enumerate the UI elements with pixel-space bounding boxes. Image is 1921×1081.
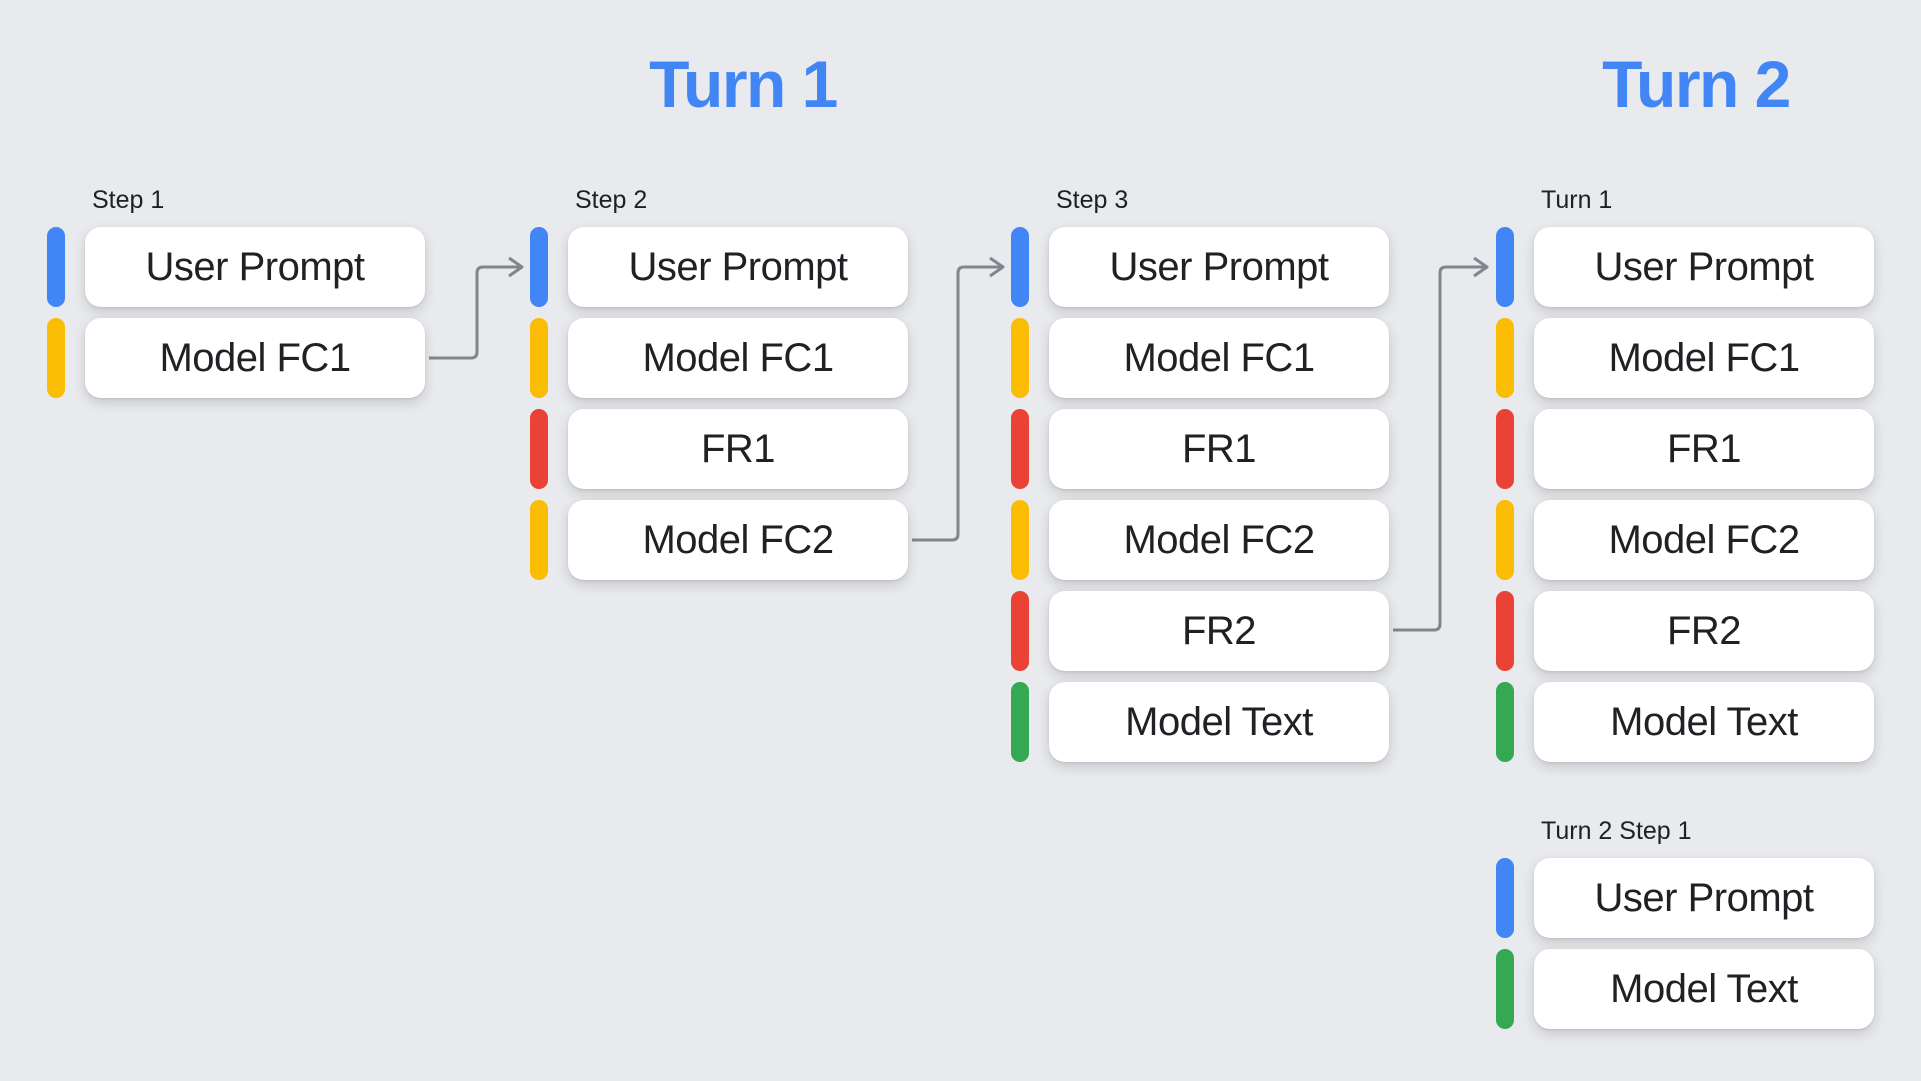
user-prompt-type-bar: [1496, 858, 1514, 938]
message-row: FR2: [1496, 591, 1874, 671]
message-row: Model FC2: [1496, 500, 1874, 580]
function-response-type-bar: [1496, 591, 1514, 671]
message-row: Model FC2: [1011, 500, 1389, 580]
user-prompt-type-bar: [530, 227, 548, 307]
message-row: User Prompt: [1011, 227, 1389, 307]
message-row: Model Text: [1496, 682, 1874, 762]
message-row: User Prompt: [530, 227, 908, 307]
model-fc-type-bar: [1011, 500, 1029, 580]
turn2-step1-user-prompt-card: User Prompt: [1534, 858, 1874, 938]
message-row: Model FC2: [530, 500, 908, 580]
message-row: FR1: [530, 409, 908, 489]
message-row: FR1: [1011, 409, 1389, 489]
model-text-type-bar: [1496, 949, 1514, 1029]
message-row: Model FC1: [530, 318, 908, 398]
arrow-step3-to-turn2: [1393, 256, 1489, 632]
turn-1-context-label: Turn 1: [1541, 186, 1613, 214]
message-row: Model FC1: [1011, 318, 1389, 398]
function-response-type-bar: [1011, 409, 1029, 489]
step3-model-fc2-card: Model FC2: [1049, 500, 1389, 580]
turn1-context-user-prompt-card: User Prompt: [1534, 227, 1874, 307]
step2-model-fc2-card: Model FC2: [568, 500, 908, 580]
arrow-step2-to-step3: [912, 256, 1005, 542]
model-fc-type-bar: [530, 318, 548, 398]
arrow-step1-to-step2: [429, 256, 524, 360]
step2-user-prompt-card: User Prompt: [568, 227, 908, 307]
model-fc-type-bar: [1011, 318, 1029, 398]
message-row: FR2: [1011, 591, 1389, 671]
turn1-context-model-text-card: Model Text: [1534, 682, 1874, 762]
step3-model-fc1-card: Model FC1: [1049, 318, 1389, 398]
step-3-label: Step 3: [1056, 186, 1129, 214]
step1-model-fc1-card: Model FC1: [85, 318, 425, 398]
step-2-group: Step 2 User Prompt Model FC1 FR1 Model F…: [530, 186, 908, 580]
turn1-context-fr2-card: FR2: [1534, 591, 1874, 671]
function-response-type-bar: [1011, 591, 1029, 671]
step3-fr2-card: FR2: [1049, 591, 1389, 671]
step2-model-fc1-card: Model FC1: [568, 318, 908, 398]
step3-user-prompt-card: User Prompt: [1049, 227, 1389, 307]
model-fc-type-bar: [1496, 500, 1514, 580]
user-prompt-type-bar: [47, 227, 65, 307]
message-row: Model FC1: [47, 318, 425, 398]
turn-2-step-1-group: Turn 2 Step 1 User Prompt Model Text: [1496, 817, 1874, 1029]
message-row: User Prompt: [47, 227, 425, 307]
step-2-label: Step 2: [575, 186, 648, 214]
step-3-group: Step 3 User Prompt Model FC1 FR1 Model F…: [1011, 186, 1389, 762]
message-row: Model Text: [1011, 682, 1389, 762]
turn1-context-fr1-card: FR1: [1534, 409, 1874, 489]
turn1-context-model-fc1-card: Model FC1: [1534, 318, 1874, 398]
function-response-type-bar: [1496, 409, 1514, 489]
step-1-label: Step 1: [92, 186, 165, 214]
step3-fr1-card: FR1: [1049, 409, 1389, 489]
message-row: User Prompt: [1496, 858, 1874, 938]
turn1-context-model-fc2-card: Model FC2: [1534, 500, 1874, 580]
step2-fr1-card: FR1: [568, 409, 908, 489]
model-fc-type-bar: [47, 318, 65, 398]
step-1-group: Step 1 User Prompt Model FC1: [47, 186, 425, 398]
step1-user-prompt-card: User Prompt: [85, 227, 425, 307]
turn-2-step-1-label: Turn 2 Step 1: [1541, 817, 1692, 845]
model-fc-type-bar: [530, 500, 548, 580]
step3-model-text-card: Model Text: [1049, 682, 1389, 762]
message-row: Model FC1: [1496, 318, 1874, 398]
model-text-type-bar: [1496, 682, 1514, 762]
message-row: Model Text: [1496, 949, 1874, 1029]
function-response-type-bar: [530, 409, 548, 489]
user-prompt-type-bar: [1011, 227, 1029, 307]
user-prompt-type-bar: [1496, 227, 1514, 307]
turn-2-title: Turn 2: [1602, 47, 1791, 121]
message-row: FR1: [1496, 409, 1874, 489]
turn2-step1-model-text-card: Model Text: [1534, 949, 1874, 1029]
model-text-type-bar: [1011, 682, 1029, 762]
turn-1-title: Turn 1: [649, 47, 838, 121]
model-fc-type-bar: [1496, 318, 1514, 398]
message-row: User Prompt: [1496, 227, 1874, 307]
turn-1-context-group: Turn 1 User Prompt Model FC1 FR1 Model F…: [1496, 186, 1874, 762]
